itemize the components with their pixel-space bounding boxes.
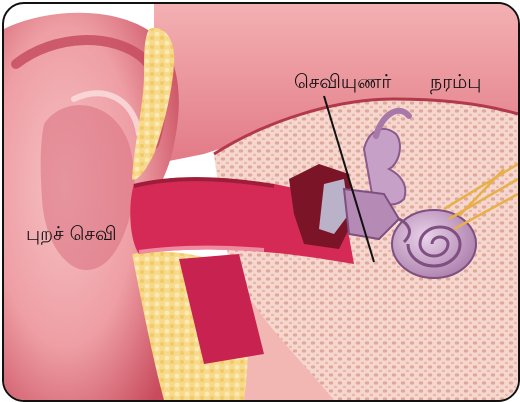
- cochlea: [392, 210, 476, 278]
- auditory-nerve-label-2: நரம்பு: [430, 73, 481, 92]
- outer-ear-label: புறச் செவி: [26, 225, 117, 244]
- auditory-nerve-label: செவியுணர்: [294, 73, 391, 92]
- ear-illustration: [4, 4, 518, 400]
